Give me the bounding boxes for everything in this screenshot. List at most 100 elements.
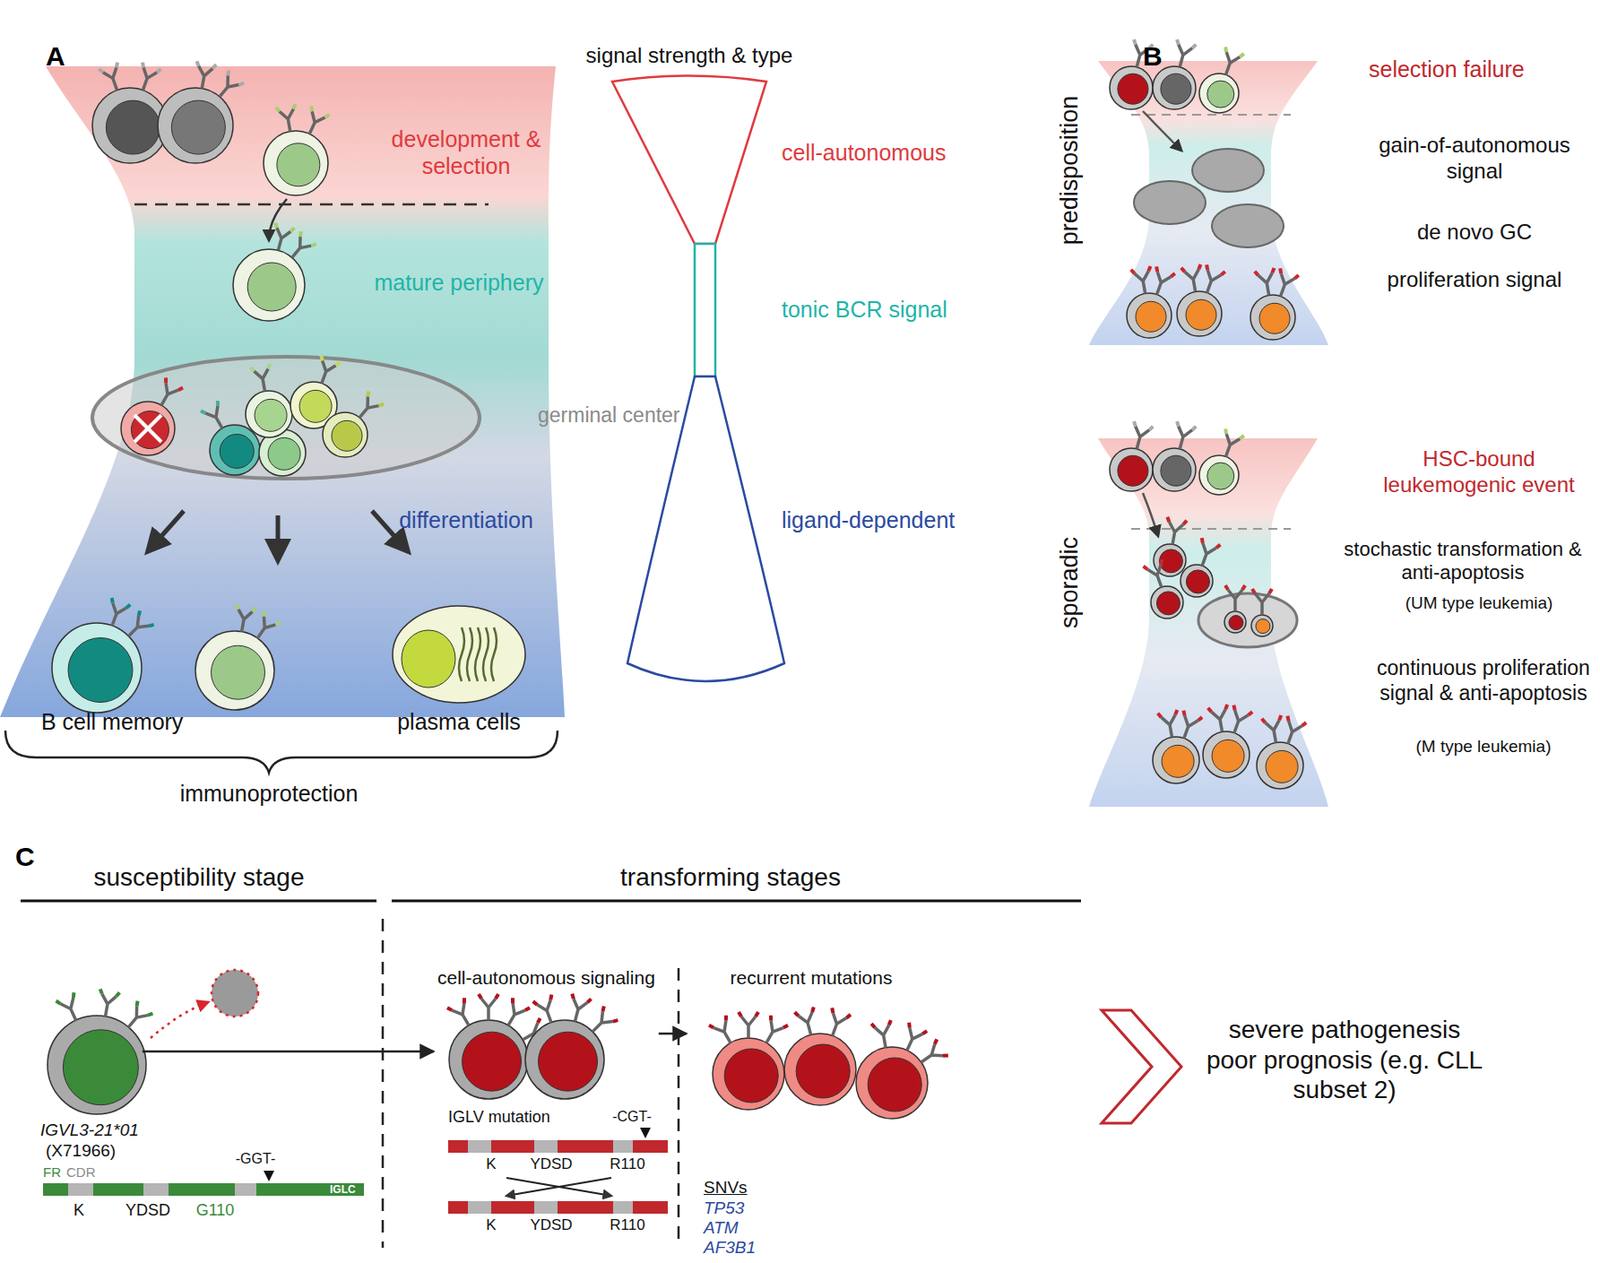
antibody-stem xyxy=(136,67,157,93)
label: R110 xyxy=(609,1155,645,1174)
cell-nucleus xyxy=(171,100,225,155)
light-chain-segment xyxy=(613,1201,633,1214)
label: CDR xyxy=(66,1164,96,1181)
antibody xyxy=(95,988,121,1018)
label: -CGT- xyxy=(612,1107,652,1125)
label: SNVs xyxy=(703,1177,748,1199)
label: K xyxy=(485,1216,496,1235)
mutated-cell xyxy=(712,1037,785,1110)
light-chain-segment xyxy=(448,1201,468,1214)
cell-nucleus xyxy=(1211,739,1245,772)
light-chain-segment xyxy=(143,1183,169,1196)
label: sporadic xyxy=(1055,536,1084,629)
stage-arrow xyxy=(658,1032,687,1036)
cell-nucleus xyxy=(1207,462,1235,490)
position-marker xyxy=(263,1170,275,1182)
cell-nucleus xyxy=(1135,301,1167,332)
cell-nucleus xyxy=(268,437,301,470)
antibody-stem xyxy=(98,994,117,1018)
leukemic-cell xyxy=(1251,614,1273,637)
antibody xyxy=(1254,268,1280,297)
label: immunoprotection xyxy=(180,779,359,807)
antibody-tip xyxy=(98,62,119,74)
node-text: cell-autonomous signaling xyxy=(437,966,656,989)
label: -GGT- xyxy=(235,1150,276,1168)
antibody-stem xyxy=(451,1003,476,1030)
cell-body xyxy=(263,130,329,196)
label: gain-of-autonomous signal xyxy=(1366,132,1583,185)
stage-divider xyxy=(381,918,385,1248)
label: predisposition xyxy=(1055,95,1084,246)
label: G110 xyxy=(196,1201,235,1221)
antibody-stem xyxy=(103,67,124,93)
antibody xyxy=(1193,537,1221,570)
cell-body xyxy=(1180,564,1213,597)
germinal-center xyxy=(1198,593,1298,648)
leukemic-cell xyxy=(1180,564,1213,597)
cell-body xyxy=(1176,291,1222,337)
antibody-tip xyxy=(570,994,592,1004)
light-chain-segment xyxy=(557,1201,614,1214)
antibody-tip xyxy=(1176,421,1197,432)
cell-body xyxy=(1109,448,1153,492)
mutated-cell xyxy=(784,1033,857,1106)
hourglass-band xyxy=(1089,438,1329,807)
cell-nucleus xyxy=(724,1048,779,1103)
b-cell xyxy=(1199,455,1239,495)
light-chain-segment xyxy=(491,1201,535,1214)
b-cell xyxy=(322,412,368,458)
antibody xyxy=(1143,559,1172,591)
antibody-tip xyxy=(110,597,130,609)
antibody-tip xyxy=(1166,517,1187,526)
cell-nucleus xyxy=(462,1031,522,1091)
antibody xyxy=(103,597,131,630)
antibody-tip xyxy=(1143,559,1164,571)
antibody-stem xyxy=(194,66,213,90)
hourglass-band xyxy=(0,66,565,718)
light-chain-segment xyxy=(467,1201,492,1214)
label: (UM type leukemia) xyxy=(1405,593,1554,615)
brace xyxy=(5,730,558,773)
antibody-tip xyxy=(99,988,121,997)
antibody-tip xyxy=(1232,705,1253,717)
antibody-stem xyxy=(1273,273,1295,299)
stage-group: severe pathogenesis poor prognosis (e.g.… xyxy=(1205,1014,1484,1106)
cell-nucleus xyxy=(1228,615,1244,631)
b-cell xyxy=(1152,448,1196,492)
de-novo-gc xyxy=(1133,181,1206,225)
cell-nucleus xyxy=(247,262,296,312)
label: de novo GC xyxy=(1417,219,1532,246)
outcome-chevron xyxy=(1101,1010,1182,1124)
antibody-tip xyxy=(1278,268,1298,279)
antibody xyxy=(871,1020,896,1049)
light-chain-segment xyxy=(613,1140,633,1153)
antibody xyxy=(121,610,155,643)
light-chain-segment xyxy=(448,1140,468,1153)
plasma-nucleus xyxy=(401,630,456,688)
antibody xyxy=(232,604,257,633)
cell-body xyxy=(51,622,142,713)
b-cell xyxy=(195,631,275,710)
antibody xyxy=(352,391,384,424)
antibody-tip xyxy=(200,400,221,415)
antibody-stem xyxy=(1228,589,1243,612)
cell-body xyxy=(712,1037,785,1110)
light-chain-segment xyxy=(68,1183,94,1196)
light-chain-segment xyxy=(168,1183,235,1196)
antibody xyxy=(300,105,329,139)
node-text: recurrent mutations xyxy=(690,966,933,989)
label: YDSD xyxy=(125,1201,171,1221)
antibody-tip xyxy=(1204,264,1225,276)
antibody xyxy=(1147,266,1176,298)
label: HSC-bound leukemogenic event xyxy=(1375,446,1583,499)
antibody xyxy=(915,1038,948,1071)
antibody-tip xyxy=(137,610,155,628)
autonomous-cell xyxy=(525,1020,605,1099)
antibody-stem xyxy=(105,603,127,629)
label: proliferation signal xyxy=(1384,267,1565,294)
cell-nucleus xyxy=(538,1031,598,1091)
cell-nucleus xyxy=(62,1029,139,1106)
node-text: severe pathogenesis poor prognosis (e.g.… xyxy=(1205,1014,1484,1106)
antibody-stem xyxy=(253,368,272,392)
